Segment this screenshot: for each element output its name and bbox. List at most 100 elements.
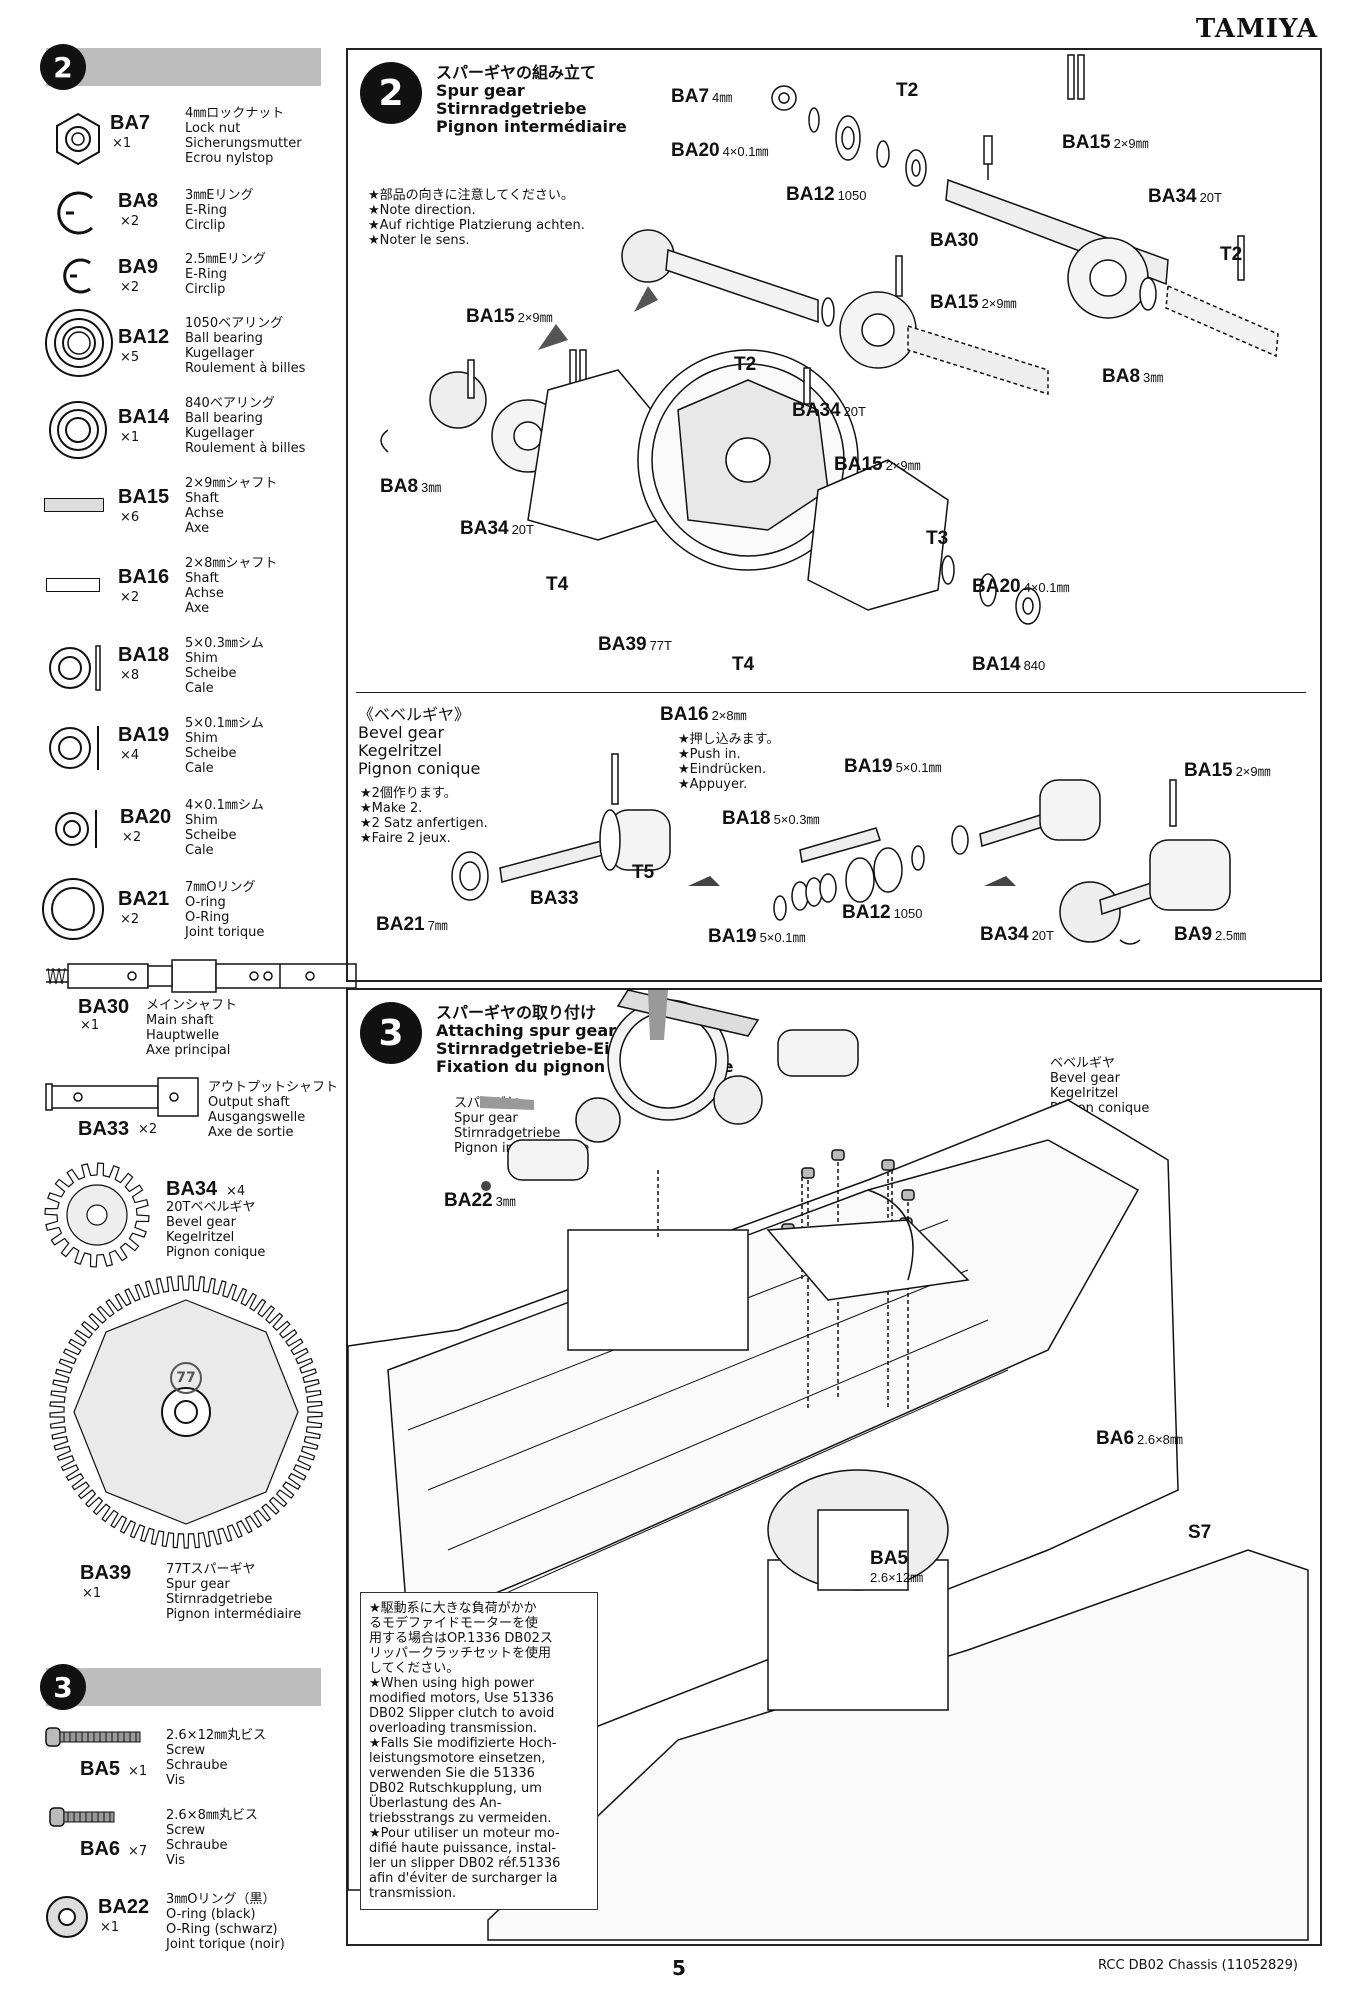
label-spec: 20T: [1199, 190, 1222, 205]
callout-label: T2: [896, 80, 918, 102]
label-spec: 2×9㎜: [517, 310, 553, 325]
part-desc: 840ベアリング Ball bearing Kugellager Rouleme…: [185, 396, 306, 456]
label-code: BA15: [466, 306, 515, 327]
o-ring-icon: [42, 878, 104, 940]
label-code: BA34: [792, 400, 841, 421]
label-code: BA15: [930, 292, 979, 313]
slipper-clutch-warning: ★駆動系に大きな負荷がかか るモデファイドモーターを使 用する場合はOP.133…: [360, 1592, 598, 1910]
parts-step2-bar: [46, 48, 321, 86]
part-desc: 5×0.3㎜シム Shim Scheibe Cale: [185, 636, 264, 696]
part-code: BA15: [118, 486, 170, 508]
shim-icon: [55, 810, 97, 848]
part-desc: 4×0.1㎜シム Shim Scheibe Cale: [185, 798, 264, 858]
push-note: ★押し込みます。 ★Push in. ★Eindrücken. ★Appuyer…: [678, 732, 780, 792]
label-spec: 2.6×8㎜: [1137, 1432, 1183, 1447]
part-code: BA30: [78, 996, 130, 1018]
label-spec: 20T: [1031, 928, 1054, 943]
label-spec: 2×8㎜: [711, 708, 747, 723]
o-ring-icon: [46, 1896, 88, 1938]
gear-bore: [174, 1400, 198, 1424]
label-code: BA15: [1062, 132, 1111, 153]
part-desc: 4㎜ロックナット Lock nut Sicherungsmutter Ecrou…: [185, 106, 302, 166]
callout-label: T4: [546, 574, 568, 596]
label-code: BA16: [660, 704, 709, 725]
part-code: BA12: [118, 326, 170, 348]
label-code: BA7: [671, 86, 710, 107]
part-desc: 1050ベアリング Ball bearing Kugellager Roulem…: [185, 316, 306, 376]
part-desc: 77Tスパーギヤ Spur gear Stirnradgetriebe Pign…: [166, 1562, 302, 1622]
label-code: T2: [734, 354, 757, 375]
document-id: RCC DB02 Chassis (11052829): [1098, 1958, 1298, 1973]
bevel-note: ★2個作ります。 ★Make 2. ★2 Satz anfertigen. ★F…: [360, 786, 488, 846]
label-code: BA15: [1184, 760, 1233, 781]
bevel-title: 《ベベルギヤ》 Bevel gear Kegelritzel Pignon co…: [358, 705, 481, 778]
gear-bore: [86, 1204, 108, 1226]
part-code: BA18: [118, 644, 170, 666]
callout-label: BA33: [530, 888, 579, 910]
label-spec: 1050: [893, 906, 923, 921]
label-code: BA5: [870, 1548, 909, 1569]
label-code: BA19: [708, 926, 757, 947]
e-ring-icon: [63, 258, 91, 294]
part-qty: ×1: [80, 1018, 100, 1033]
label-spec: 2×9㎜: [981, 296, 1017, 311]
callout-label: T4: [732, 654, 754, 676]
part-code: BA19: [118, 724, 170, 746]
gear-mark: 77: [170, 1362, 202, 1394]
label-code: BA30: [930, 230, 979, 251]
label-spec: 3㎜: [421, 480, 442, 495]
callout-label: T2: [1220, 244, 1242, 266]
part-qty: ×5: [120, 350, 140, 365]
part-code: BA5: [80, 1758, 121, 1780]
label-code: BA22: [444, 1190, 493, 1211]
part-desc: メインシャフト Main shaft Hauptwelle Axe princi…: [146, 998, 238, 1058]
part-qty: ×2: [122, 830, 142, 845]
part-code: BA6: [80, 1838, 121, 1860]
shim-icon: [49, 645, 101, 691]
spur-gear-assembly-diagram: [380, 54, 1279, 625]
section-divider: [356, 692, 1306, 693]
part-desc: 2.6×8㎜丸ビス Screw Schraube Vis: [166, 1808, 258, 1868]
step3-panel: [346, 988, 1322, 1946]
label-code: BA8: [380, 476, 419, 497]
label-code: S7: [1188, 1522, 1212, 1543]
screw-icon: [45, 1727, 141, 1747]
output-shaft-icon: [45, 1077, 199, 1117]
part-qty: ×1: [82, 1586, 102, 1601]
parts-step2-number: 2: [40, 44, 86, 90]
main-shaft-icon: [46, 959, 357, 993]
label-code: BA12: [786, 184, 835, 205]
label-code: BA33: [530, 888, 579, 909]
label-code: T5: [632, 862, 655, 883]
label-code: BA20: [671, 140, 720, 161]
label-code: BA39: [598, 634, 647, 655]
callout-label: BA30: [930, 230, 979, 252]
callout-label: S7: [1188, 1522, 1211, 1544]
label-code: T3: [926, 528, 949, 549]
part-code: BA20: [120, 806, 172, 828]
label-spec: 2×9㎜: [1235, 764, 1271, 779]
part-code: BA8: [118, 190, 159, 212]
part-desc: 2×9㎜シャフト Shaft Achse Axe: [185, 476, 278, 536]
label-code: BA34: [980, 924, 1029, 945]
part-desc: 2.6×12㎜丸ビス Screw Schraube Vis: [166, 1728, 267, 1788]
part-code: BA9: [118, 256, 159, 278]
step2-number: 2: [360, 62, 422, 124]
e-ring-icon: [57, 191, 93, 235]
